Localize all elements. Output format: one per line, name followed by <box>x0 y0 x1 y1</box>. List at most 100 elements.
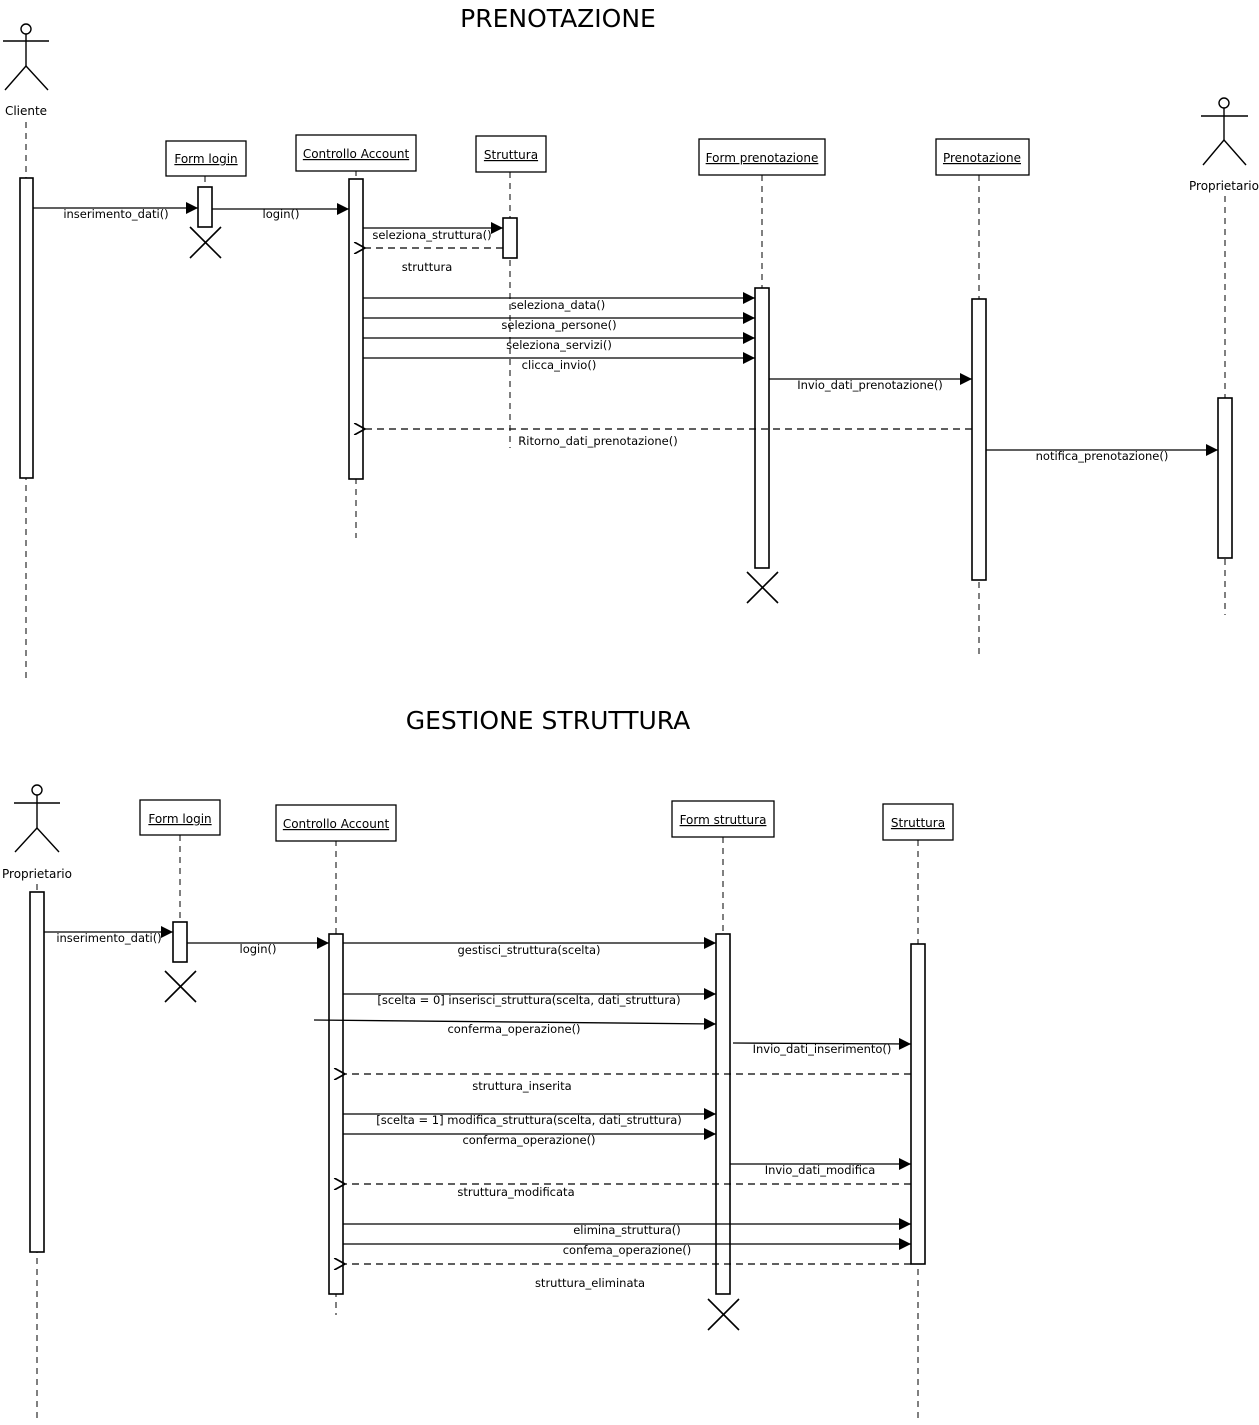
return-struttura-inserita: struttura_inserita <box>345 1074 911 1093</box>
object-box <box>275 804 397 842</box>
svg-text:conferma_operazione(): conferma_operazione() <box>447 1022 580 1036</box>
activation-bar <box>19 177 34 479</box>
object-label: Form login <box>174 152 237 166</box>
stick-figure-icon <box>1201 97 1248 166</box>
object-box <box>882 803 954 841</box>
object-label: Prenotazione <box>943 151 1021 165</box>
svg-text:elimina_struttura(): elimina_struttura() <box>573 1223 681 1237</box>
message-conferma-operazione: conferma_operazione() <box>313 1017 717 1036</box>
svg-text:Invio_dati_modifica: Invio_dati_modifica <box>765 1163 876 1177</box>
message-invio-dati-inserimento: Invio_dati_inserimento() <box>732 1037 912 1056</box>
svg-text:struttura_modificata: struttura_modificata <box>457 1185 574 1199</box>
message-seleziona-servizi: seleziona_servizi() <box>363 332 755 352</box>
actor-cliente: Cliente <box>3 23 49 678</box>
svg-text:seleziona_persone(): seleziona_persone() <box>501 318 616 332</box>
svg-text:Ritorno_dati_prenotazione(): Ritorno_dati_prenotazione() <box>518 434 677 448</box>
svg-text:seleziona_data(): seleziona_data() <box>511 298 606 312</box>
svg-text:struttura_inserita: struttura_inserita <box>472 1079 571 1093</box>
message-gestisci-struttura: gestisci_struttura(scelta) <box>343 937 716 957</box>
object-form-prenotazione: Form prenotazione <box>698 138 826 604</box>
object-struttura: Struttura <box>882 803 954 1418</box>
actor-proprietario: Proprietario <box>1189 97 1259 615</box>
svg-text:Invio_dati_inserimento(): Invio_dati_inserimento() <box>753 1042 892 1056</box>
activation-bar <box>502 217 518 259</box>
activation-bar <box>971 298 987 581</box>
object-label: Form login <box>148 812 211 826</box>
object-label: Controllo Account <box>283 817 390 831</box>
message-inserisci-struttura: [scelta = 0] inserisci_struttura(scelta,… <box>343 988 716 1007</box>
svg-text:struttura_eliminata: struttura_eliminata <box>535 1276 645 1290</box>
object-label: Struttura <box>891 816 945 830</box>
svg-text:confema_operazione(): confema_operazione() <box>563 1243 692 1257</box>
object-label: Struttura <box>484 148 538 162</box>
message-conferma-operazione-2: conferma_operazione() <box>343 1128 716 1147</box>
svg-text:Invio_dati_prenotazione(): Invio_dati_prenotazione() <box>797 378 943 392</box>
message-elimina-struttura: elimina_struttura() <box>343 1218 911 1237</box>
activation-bar <box>715 933 731 1295</box>
diagram-title: PRENOTAZIONE <box>460 4 656 33</box>
svg-text:seleziona_struttura(): seleziona_struttura() <box>372 228 491 242</box>
stick-figure-icon <box>14 784 60 853</box>
object-box <box>935 138 1030 176</box>
object-controllo-account: Controllo Account <box>295 134 417 538</box>
destroy-x-icon <box>746 571 779 604</box>
message-confema-operazione: confema_operazione() <box>343 1238 911 1257</box>
message-invio-dati-modifica: Invio_dati_modifica <box>730 1158 911 1177</box>
activation-bar <box>197 186 213 228</box>
return-ritorno-dati-prenotazione: Ritorno_dati_prenotazione() <box>365 429 972 448</box>
object-box <box>165 140 247 177</box>
object-label: Form struttura <box>680 813 767 827</box>
return-struttura: struttura <box>365 248 503 274</box>
object-prenotazione: Prenotazione <box>935 138 1030 655</box>
object-label: Controllo Account <box>303 147 410 161</box>
message-inserimento-dati: inserimento_dati() <box>44 926 173 945</box>
svg-text:login(): login() <box>263 207 300 221</box>
activation-bar <box>328 933 344 1295</box>
destroy-x-icon <box>164 970 197 1003</box>
message-seleziona-data: seleziona_data() <box>363 292 755 312</box>
object-box <box>671 800 775 838</box>
object-struttura: Struttura <box>475 135 547 448</box>
actor-proprietario: Proprietario <box>2 784 72 1422</box>
diagram-title: GESTIONE STRUTTURA <box>406 706 690 735</box>
actor-label: Cliente <box>5 104 47 118</box>
object-box <box>475 135 547 173</box>
svg-text:login(): login() <box>240 942 277 956</box>
diagram-prenotazione: PRENOTAZIONE Cliente Form login <box>3 4 1259 678</box>
object-form-login: Form login <box>165 140 247 259</box>
message-invio-dati-prenotazione: Invio_dati_prenotazione() <box>769 373 972 392</box>
svg-text:[scelta = 0] inserisci_struttu: [scelta = 0] inserisci_struttura(scelta,… <box>377 993 680 1007</box>
activation-bar <box>172 921 188 963</box>
object-controllo-account: Controllo Account <box>275 804 397 1315</box>
message-seleziona-struttura: seleziona_struttura() <box>363 222 503 242</box>
object-label: Form prenotazione <box>706 151 819 165</box>
actor-label: Proprietario <box>1189 179 1259 193</box>
object-box <box>295 134 417 172</box>
stick-figure-icon <box>3 23 49 91</box>
return-struttura-modificata: struttura_modificata <box>345 1184 911 1199</box>
svg-text:clicca_invio(): clicca_invio() <box>522 358 597 372</box>
message-login: login() <box>187 937 329 956</box>
message-clicca-invio: clicca_invio() <box>363 352 755 372</box>
svg-text:seleziona_servizi(): seleziona_servizi() <box>506 338 612 352</box>
object-box <box>139 799 221 836</box>
activation-bar <box>29 891 45 1253</box>
svg-text:inserimento_dati(): inserimento_dati() <box>63 207 168 221</box>
destroy-x-icon <box>707 1298 740 1331</box>
message-modifica-struttura: [scelta = 1] modifica_struttura(scelta, … <box>343 1108 716 1127</box>
message-inserimento-dati: inserimento_dati() <box>33 202 198 221</box>
object-box <box>698 138 826 176</box>
svg-text:inserimento_dati(): inserimento_dati() <box>56 931 161 945</box>
object-form-login: Form login <box>139 799 221 1003</box>
svg-text:conferma_operazione(): conferma_operazione() <box>462 1133 595 1147</box>
svg-text:struttura: struttura <box>402 260 453 274</box>
message-login: login() <box>212 203 349 221</box>
destroy-x-icon <box>189 226 222 259</box>
svg-text:gestisci_struttura(scelta): gestisci_struttura(scelta) <box>457 943 600 957</box>
object-form-struttura: Form struttura <box>671 800 775 1331</box>
actor-label: Proprietario <box>2 867 72 881</box>
message-seleziona-persone: seleziona_persone() <box>363 312 755 332</box>
svg-text:[scelta = 1] modifica_struttur: [scelta = 1] modifica_struttura(scelta, … <box>376 1113 682 1127</box>
diagram-gestione-struttura: GESTIONE STRUTTURA Proprietario Form log… <box>2 706 954 1422</box>
